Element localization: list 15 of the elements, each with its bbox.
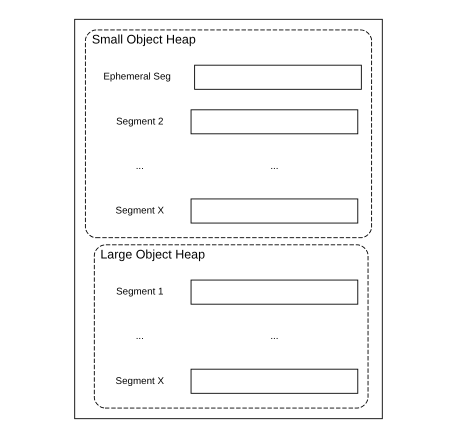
node-label: Segment X bbox=[115, 376, 164, 387]
node-box bbox=[190, 368, 358, 394]
node-box bbox=[194, 64, 362, 90]
node-label: Segment 2 bbox=[116, 116, 163, 128]
node-label: Segment 1 bbox=[116, 286, 163, 298]
label: ... bbox=[270, 160, 278, 172]
label: ... bbox=[270, 331, 278, 342]
node-box bbox=[190, 109, 358, 134]
node-box bbox=[190, 280, 358, 305]
node-label: Ephemeral Seg bbox=[102, 72, 170, 83]
node-box bbox=[190, 198, 358, 224]
label: ... bbox=[135, 160, 144, 172]
cluster bbox=[74, 18, 382, 420]
label: ... bbox=[135, 331, 144, 342]
node-label: Segment X bbox=[115, 205, 164, 216]
